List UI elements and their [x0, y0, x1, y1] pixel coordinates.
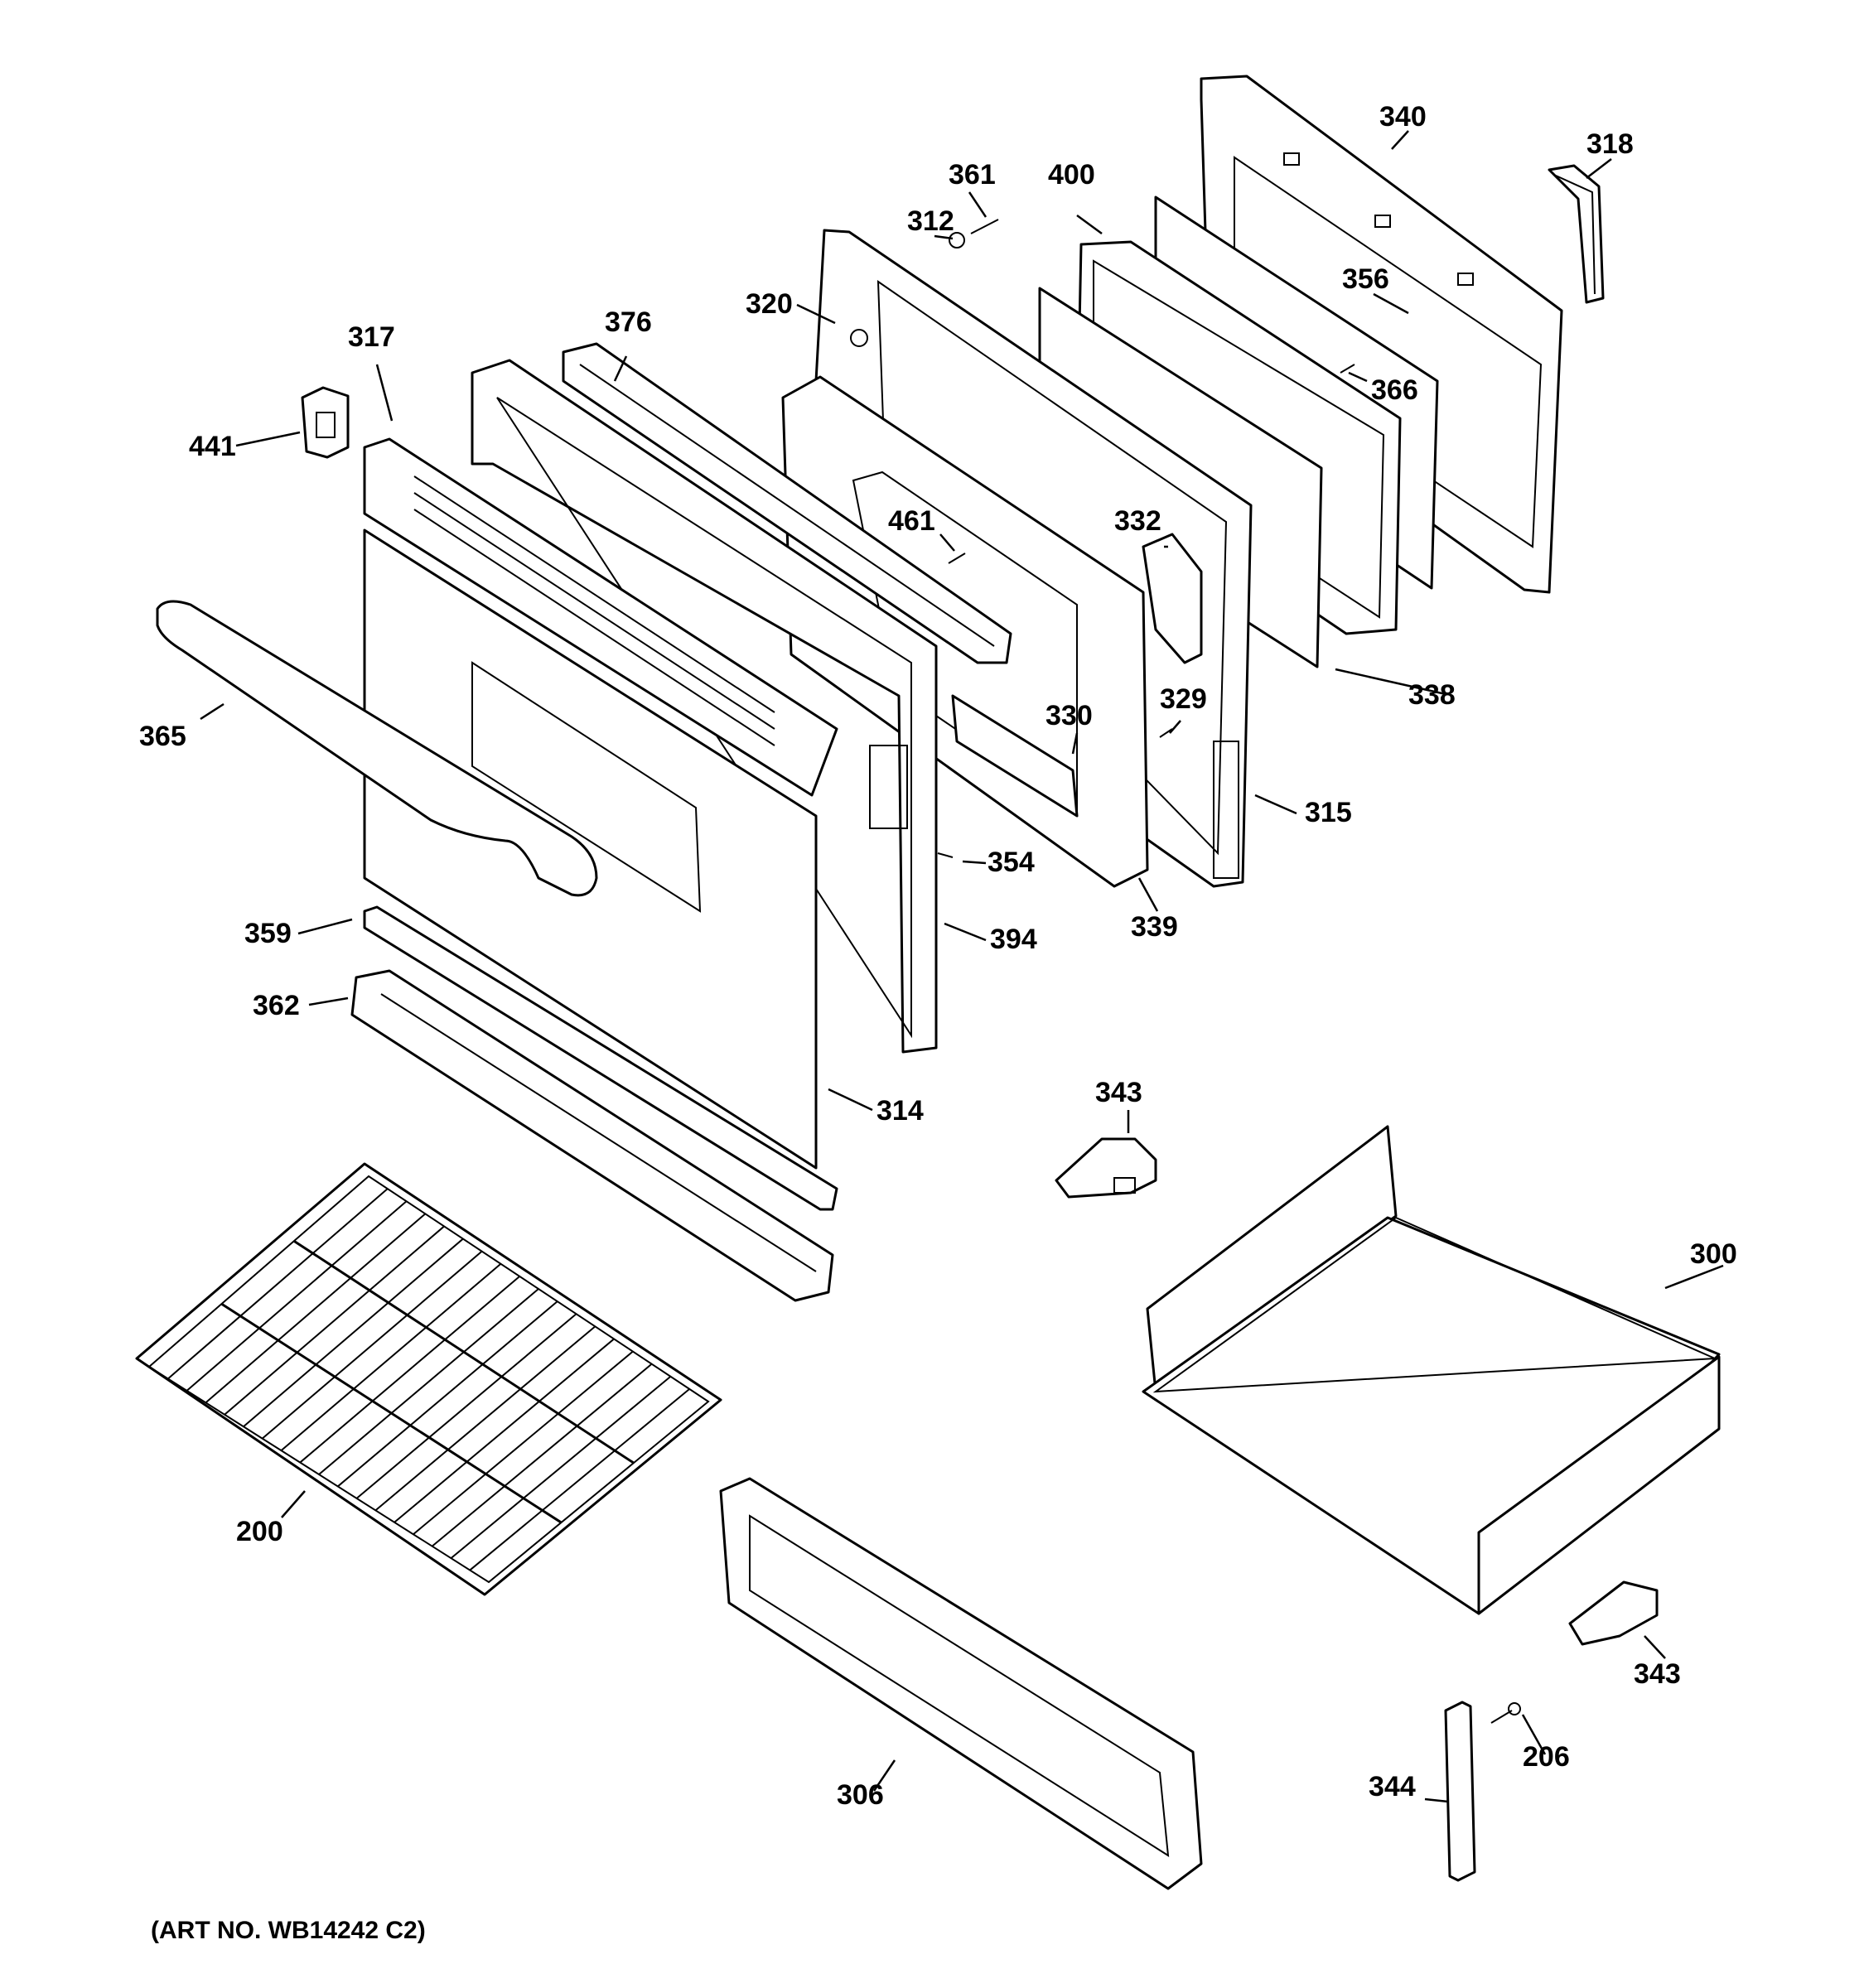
part-317-vent-panel — [363, 437, 838, 797]
rack-wire — [355, 1313, 577, 1499]
part-206-screw — [1490, 1702, 1521, 1724]
label-320: 320 — [746, 288, 793, 320]
label-317: 317 — [348, 321, 395, 353]
leader-lines — [200, 130, 1724, 1803]
rack-wire — [262, 1250, 483, 1440]
label-206: 206 — [1523, 1741, 1570, 1773]
label-332: 332 — [1114, 505, 1161, 537]
label-318: 318 — [1586, 128, 1634, 160]
rack-wire — [186, 1200, 408, 1392]
part-number-labels: 340 318 361 400 312 356 320 376 317 366 … — [139, 101, 1737, 1944]
label-200: 200 — [236, 1516, 283, 1547]
label-300: 300 — [1690, 1238, 1737, 1270]
rack-wire — [469, 1388, 690, 1571]
part-343-drawer-roller-upper — [1055, 1137, 1157, 1199]
part-344-drawer-slide — [1444, 1701, 1476, 1882]
part-359-bottom-trim — [363, 905, 838, 1211]
part-318-gasket — [1548, 164, 1605, 304]
label-338: 338 — [1408, 679, 1456, 711]
screw-parts — [937, 219, 1355, 858]
rack-wire — [243, 1238, 464, 1427]
rack-crossbar — [220, 1302, 563, 1524]
label-354: 354 — [988, 847, 1035, 878]
rack-wire — [280, 1263, 502, 1451]
label-314: 314 — [876, 1095, 924, 1127]
label-343-upper: 343 — [1095, 1077, 1142, 1108]
label-376: 376 — [605, 306, 652, 338]
rack-wire — [337, 1300, 558, 1488]
part-365-door-handle — [156, 600, 598, 897]
part-200-oven-rack — [135, 1162, 722, 1596]
label-366: 366 — [1371, 374, 1418, 406]
part-330-shield — [951, 694, 1079, 818]
part-300-drawer-body — [1142, 1125, 1721, 1615]
rack-wire — [318, 1288, 539, 1475]
rack-wire — [167, 1188, 389, 1380]
label-344: 344 — [1369, 1771, 1416, 1802]
rack-wire — [413, 1350, 634, 1535]
rack-wire — [374, 1325, 596, 1512]
label-400: 400 — [1048, 159, 1095, 191]
label-356: 356 — [1342, 263, 1389, 295]
art-number: (ART NO. WB14242 C2) — [151, 1917, 426, 1944]
label-330: 330 — [1045, 700, 1093, 731]
label-343-lower: 343 — [1634, 1658, 1681, 1690]
rack-wire — [205, 1213, 426, 1404]
label-315: 315 — [1305, 797, 1352, 828]
label-394: 394 — [990, 924, 1037, 955]
part-306-drawer-front — [719, 1477, 1203, 1890]
part-376-vent-trim — [562, 342, 1012, 664]
rack-wire — [450, 1376, 672, 1559]
label-365: 365 — [139, 721, 186, 752]
label-441: 441 — [189, 431, 236, 462]
label-339: 339 — [1131, 911, 1178, 943]
label-340: 340 — [1379, 101, 1427, 133]
part-340-door-back-panel — [1200, 75, 1563, 594]
part-332-hinge-bracket — [1142, 533, 1203, 664]
label-359: 359 — [244, 918, 292, 949]
part-441-switch — [301, 386, 350, 459]
rack-wire — [432, 1363, 653, 1547]
label-361: 361 — [949, 159, 996, 191]
rack-wire — [394, 1338, 615, 1523]
part-343-drawer-roller-lower — [1568, 1580, 1659, 1646]
part-362-kick-plate — [350, 969, 834, 1302]
label-312: 312 — [907, 205, 954, 237]
rack-crossbar — [293, 1239, 635, 1464]
rack-wire — [224, 1225, 445, 1416]
rack-wire — [299, 1276, 520, 1464]
label-306: 306 — [837, 1779, 884, 1811]
label-362: 362 — [253, 990, 300, 1021]
label-461: 461 — [888, 505, 935, 537]
label-329: 329 — [1160, 683, 1207, 715]
